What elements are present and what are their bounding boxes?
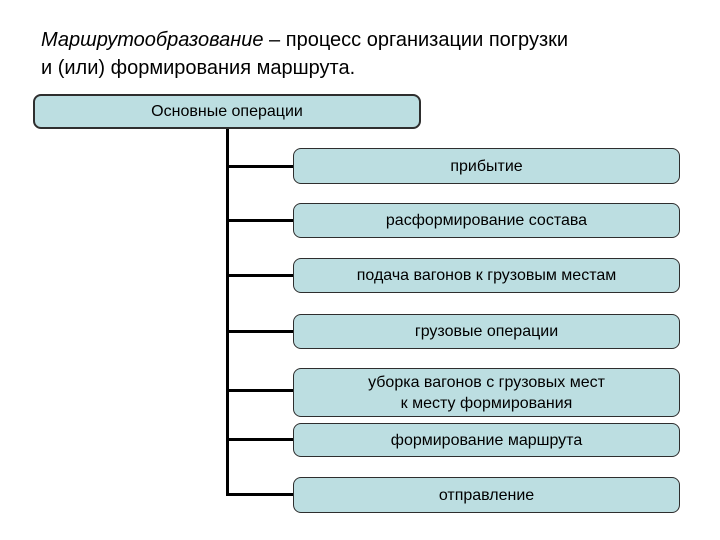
operation-node-departure: отправление	[293, 477, 680, 513]
connector-branch-line	[228, 438, 293, 441]
definition-rest: – процесс организации погрузки	[263, 29, 569, 51]
operation-node-cargo-operations: грузовые операции	[293, 314, 680, 349]
operation-node-wagon-removal: уборка вагонов с грузовых мест к месту ф…	[293, 368, 680, 417]
connector-branch-line	[228, 330, 293, 333]
connector-branch-line	[228, 274, 293, 277]
definition-line-2: и (или) формирования маршрута.	[41, 57, 356, 79]
root-node-main-operations: Основные операции	[33, 94, 421, 129]
connector-trunk-line	[226, 129, 229, 496]
operation-node-route-formation: формирование маршрута	[293, 423, 680, 457]
operation-node-wagon-delivery: подача вагонов к грузовым местам	[293, 258, 680, 293]
operation-node-train-breakup: расформирование состава	[293, 203, 680, 238]
connector-branch-line	[228, 493, 293, 496]
connector-branch-line	[228, 219, 293, 222]
definition-line-1: Маршрутообразование – процесс организаци…	[41, 26, 568, 54]
operation-node-arrival: прибытие	[293, 148, 680, 184]
definition-term: Маршрутообразование	[41, 29, 264, 51]
connector-branch-line	[228, 165, 293, 168]
connector-branch-line	[228, 389, 293, 392]
definition-text: Маршрутообразование – процесс организаци…	[41, 26, 568, 82]
